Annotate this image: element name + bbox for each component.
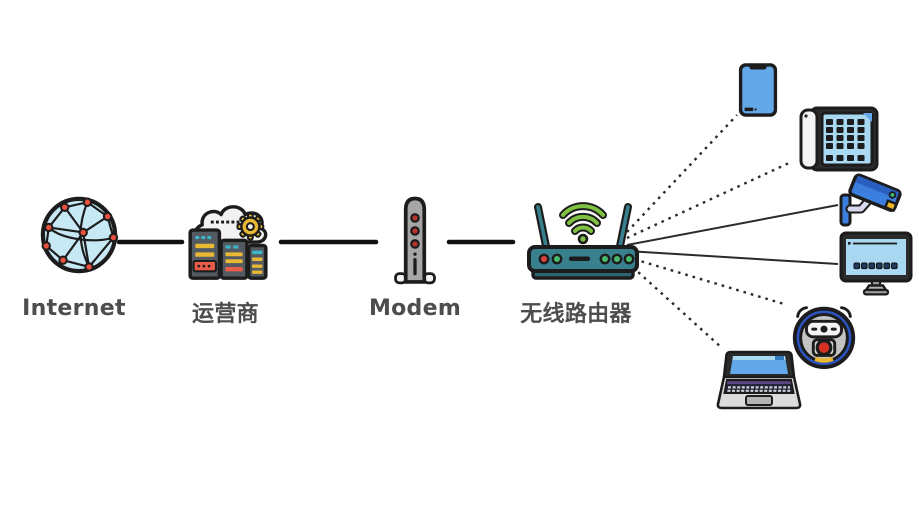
- modem-label: Modem: [368, 296, 462, 321]
- landline-phone-icon: [799, 106, 879, 172]
- isp-label: 运营商: [192, 302, 259, 327]
- security-camera-icon: [837, 169, 909, 233]
- router-label: 无线路由器: [520, 302, 632, 327]
- robot-vacuum-icon: [787, 296, 861, 370]
- modem-tower-icon: [387, 192, 443, 294]
- laptop-icon: [715, 349, 803, 413]
- desktop-computer-icon: [839, 231, 913, 297]
- antenna: [534, 203, 632, 255]
- wifi-waves-icon: [559, 202, 607, 245]
- internet-label: Internet: [22, 296, 126, 321]
- globe-network-icon: [37, 193, 121, 277]
- server-cloud-gear-icon: [185, 192, 271, 287]
- gear-icon: [236, 212, 265, 241]
- wireless-router-icon: [523, 195, 643, 285]
- smartphone-icon: [737, 61, 779, 119]
